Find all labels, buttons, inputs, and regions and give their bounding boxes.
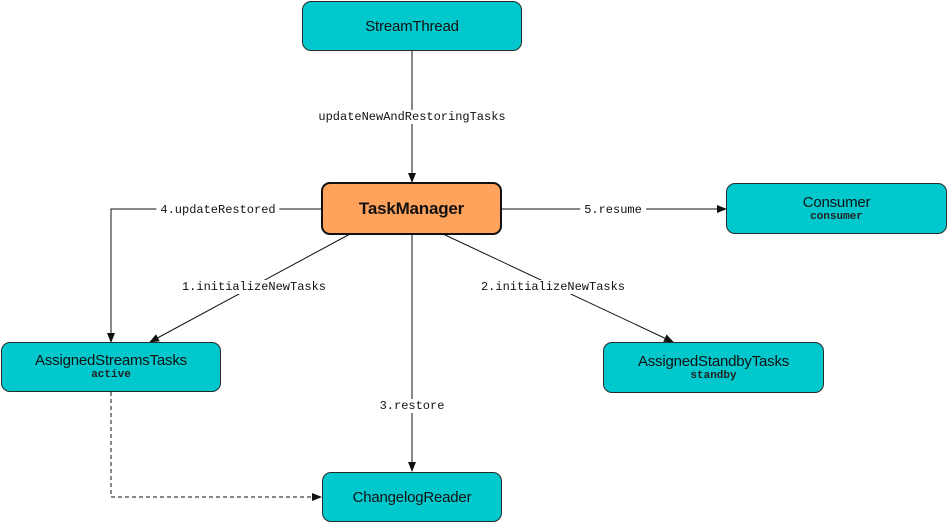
edge-label-resume: 5.resume: [580, 203, 646, 217]
node-stream-thread[interactable]: StreamThread: [302, 1, 522, 51]
node-task-manager[interactable]: TaskManager: [321, 182, 502, 235]
edge-label-update-restored: 4.updateRestored: [156, 203, 280, 217]
node-consumer[interactable]: Consumer consumer: [726, 183, 947, 234]
node-consumer-subtitle: consumer: [810, 210, 863, 223]
node-assigned-streams-tasks-title: AssignedStreamsTasks: [35, 352, 187, 369]
edge-label-update-new-and-restoring: updateNewAndRestoringTasks: [314, 110, 510, 124]
node-changelog-reader[interactable]: ChangelogReader: [322, 472, 502, 522]
edge-update-restored: [107, 208, 322, 343]
node-assigned-standby-tasks[interactable]: AssignedStandbyTasks standby: [603, 342, 824, 393]
node-assigned-streams-tasks[interactable]: AssignedStreamsTasks active: [1, 342, 221, 392]
node-task-manager-title: TaskManager: [358, 199, 465, 218]
node-stream-thread-title: StreamThread: [365, 17, 459, 35]
edge-label-init-active: 1.initializeNewTasks: [177, 280, 331, 294]
node-assigned-streams-tasks-subtitle: active: [91, 369, 131, 381]
edge-label-restore: 3.restore: [375, 399, 449, 413]
edge-label-init-standby: 2.initializeNewTasks: [476, 280, 630, 294]
node-changelog-reader-title: ChangelogReader: [352, 488, 472, 506]
node-consumer-title: Consumer: [802, 193, 871, 211]
node-assigned-standby-tasks-subtitle: standby: [690, 369, 737, 382]
edge-active-to-changelog: [110, 392, 322, 501]
node-assigned-standby-tasks-title: AssignedStandbyTasks: [637, 352, 790, 370]
